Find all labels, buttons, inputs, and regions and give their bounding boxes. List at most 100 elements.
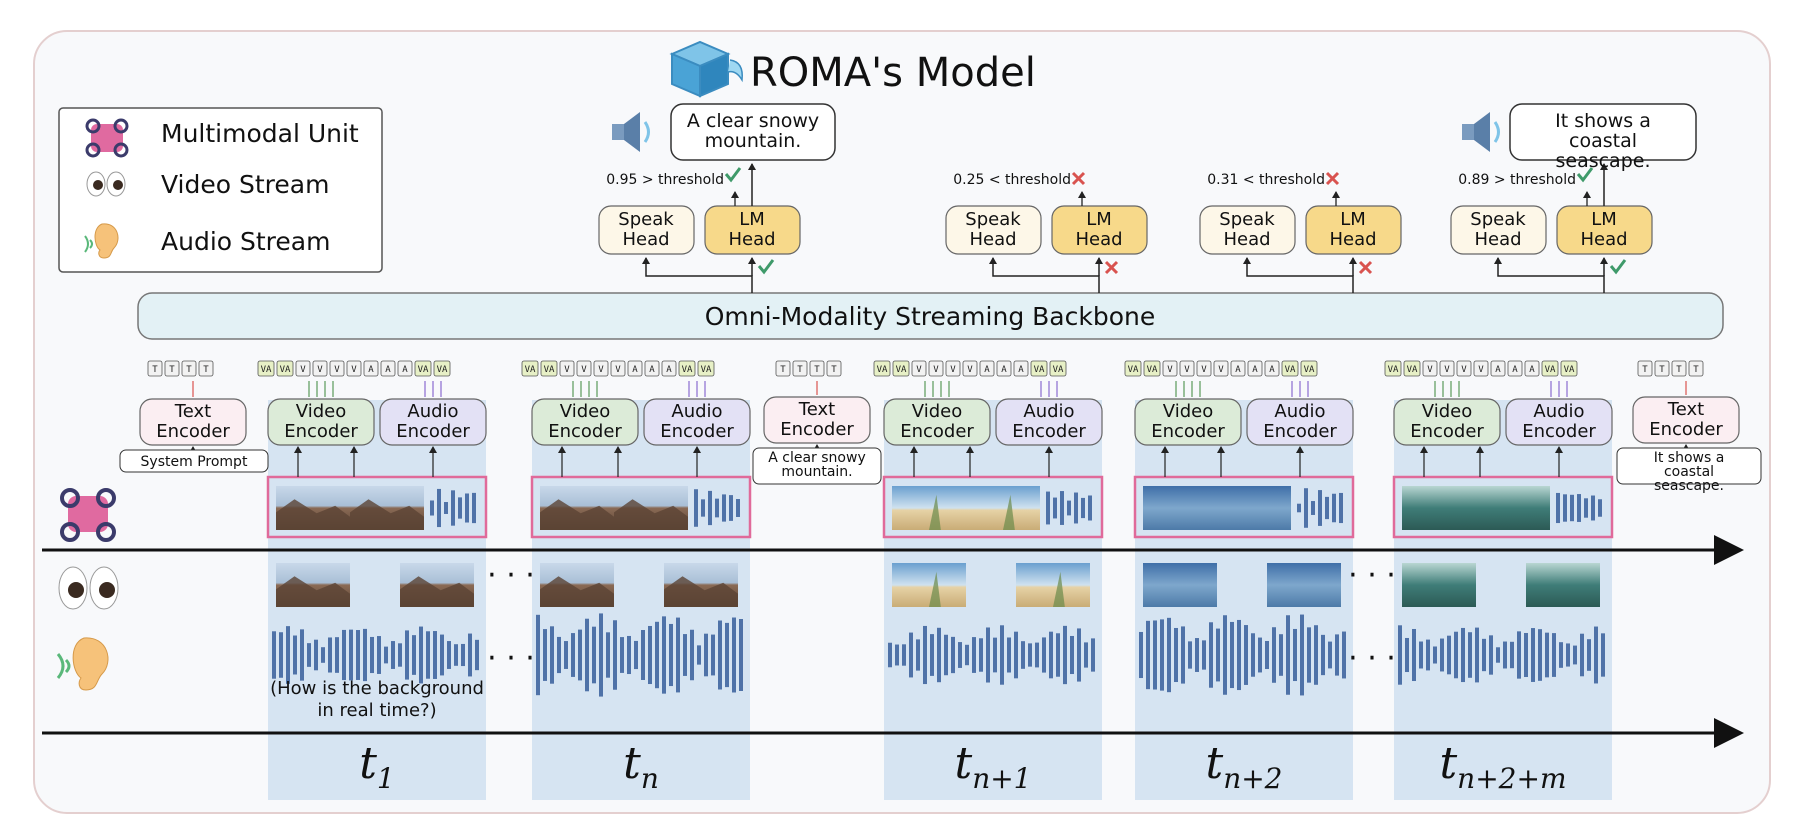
token: [1049, 360, 1067, 377]
token: [678, 360, 696, 377]
check-icon: [1576, 167, 1594, 183]
token: [1030, 360, 1048, 377]
timestep-label: tn+2+m: [1439, 738, 1566, 795]
token-label: VA: [1545, 365, 1556, 375]
token-label: A: [1512, 365, 1518, 375]
unit-frame: [350, 486, 424, 530]
token: [627, 360, 643, 377]
token-label: T: [152, 365, 158, 375]
token: [1422, 360, 1438, 377]
token-label: VA: [1034, 365, 1045, 375]
backbone-label: Omni-Modality Streaming Backbone: [705, 302, 1155, 331]
token-label: A: [368, 365, 374, 375]
token: [346, 360, 362, 377]
token: [775, 360, 791, 377]
token-label: T: [203, 365, 209, 375]
token: [540, 360, 558, 377]
token: [414, 360, 432, 377]
token: [181, 360, 197, 377]
token: [593, 360, 609, 377]
token-label: T: [814, 365, 820, 375]
token: [1384, 360, 1402, 377]
audio-waveform: [1398, 625, 1605, 685]
token: [1124, 360, 1142, 377]
token: [928, 360, 944, 377]
cross-icon: [1358, 260, 1373, 275]
legend-label: Audio Stream: [161, 227, 330, 256]
video-stream-frames: [892, 563, 1090, 607]
cross-icon: [1071, 171, 1086, 186]
token-label: T: [1693, 365, 1699, 375]
token-label: A: [632, 365, 638, 375]
token: [1300, 360, 1318, 377]
stream-frame: [1016, 563, 1090, 607]
token-label: VA: [525, 365, 536, 375]
cross-icon: [1104, 260, 1119, 275]
token: [1179, 360, 1195, 377]
stream-frame: [1402, 563, 1476, 607]
token-label: VA: [1053, 365, 1064, 375]
token: [559, 360, 575, 377]
unit-frame: [614, 486, 688, 530]
stream-frame: [540, 563, 614, 607]
page-title: ROMA's Model: [750, 50, 1036, 96]
token-label: T: [1676, 365, 1682, 375]
unit-frame: [1143, 486, 1217, 530]
token: [996, 360, 1012, 377]
video-stream-frames: [540, 563, 738, 607]
token-label: V: [1201, 365, 1207, 375]
audio-waveform: [1046, 491, 1092, 525]
token-label: V: [615, 365, 621, 375]
unit-frame: [540, 486, 614, 530]
speaker-icon: [612, 112, 650, 152]
audio-waveform: [694, 489, 740, 527]
token: [1013, 360, 1029, 377]
stream-frame: [1143, 563, 1217, 607]
token-label: V: [1444, 365, 1450, 375]
ear-icon: [56, 637, 109, 691]
token-label: A: [1529, 365, 1535, 375]
stream-frame: [400, 563, 474, 607]
token: [576, 360, 592, 377]
token-label: V: [933, 365, 939, 375]
token: [809, 360, 825, 377]
legend-label: Multimodal Unit: [161, 119, 359, 148]
token-label: VA: [261, 365, 272, 375]
audio-waveform: [430, 488, 476, 528]
token-label: V: [564, 365, 570, 375]
stream-frame: [1526, 563, 1600, 607]
text-input: System Prompt: [119, 449, 269, 473]
token: [1688, 360, 1704, 377]
token-label: V: [1427, 365, 1433, 375]
token: [1281, 360, 1299, 377]
audio-waveform: [1139, 614, 1346, 696]
token-label: A: [984, 365, 990, 375]
token: [1541, 360, 1559, 377]
token: [873, 360, 891, 377]
threshold-label: 0.31 < threshold: [1207, 172, 1325, 188]
token: [329, 360, 345, 377]
token: [1637, 360, 1653, 377]
token: [363, 360, 379, 377]
token: [397, 360, 413, 377]
backbone-bar: [137, 292, 1724, 340]
